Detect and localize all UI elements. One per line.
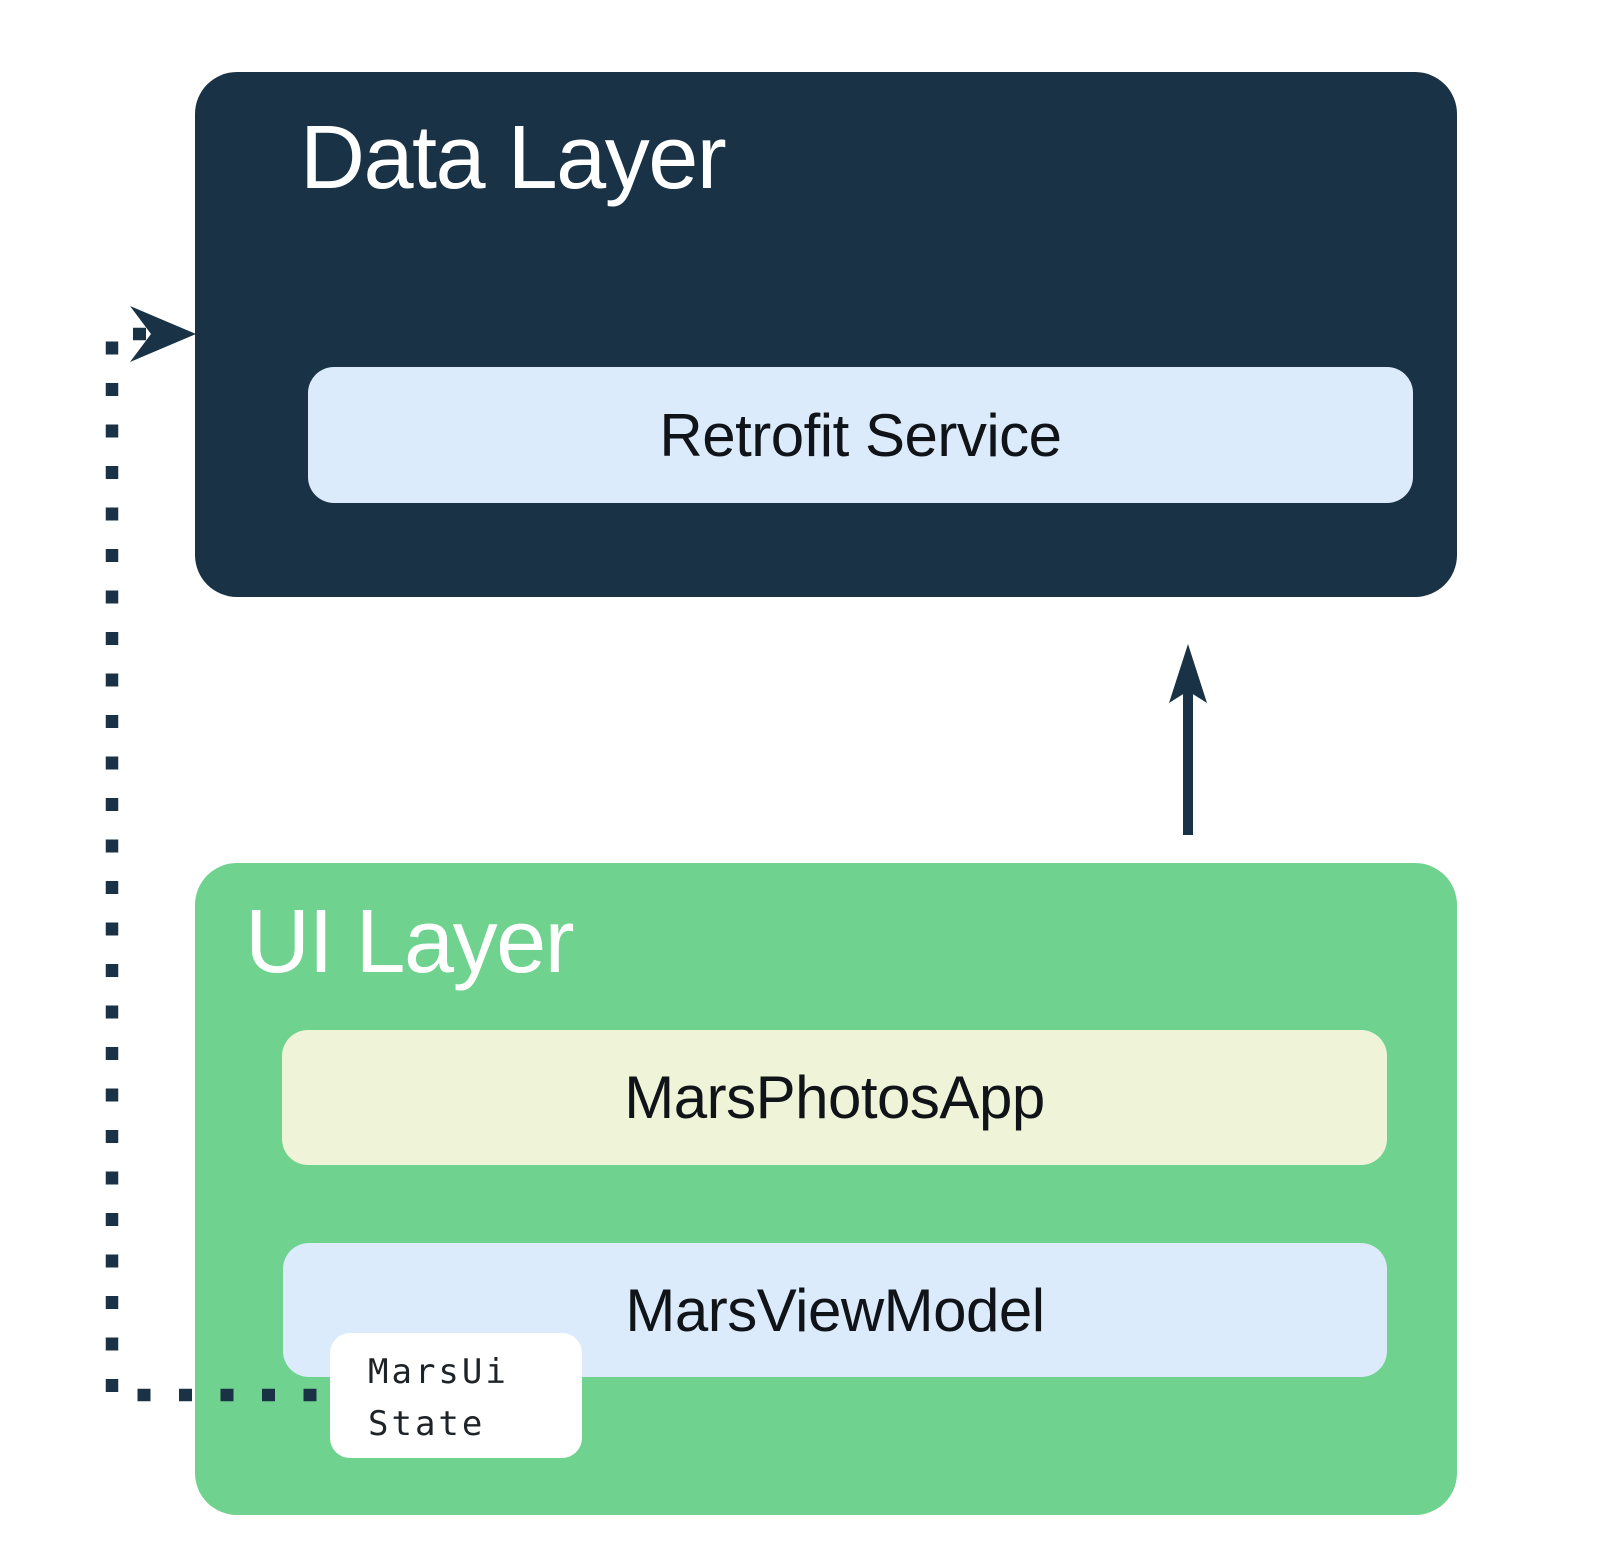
mars-ui-state-label-line1: MarsUi bbox=[368, 1352, 509, 1392]
uilayer-to-datalayer-arrowhead-icon bbox=[1169, 644, 1207, 703]
mars-photos-app-box: MarsPhotosApp bbox=[282, 1030, 1387, 1165]
mars-ui-state-box: MarsUi State bbox=[330, 1333, 582, 1458]
dotted-line-arrowhead-icon bbox=[130, 306, 196, 362]
data-layer-box: Data Layer bbox=[195, 72, 1457, 597]
mars-view-model-label: MarsViewModel bbox=[625, 1276, 1045, 1344]
ui-layer-title: UI Layer bbox=[245, 892, 575, 992]
data-layer-title: Data Layer bbox=[300, 108, 727, 208]
retrofit-service-box: Retrofit Service bbox=[308, 367, 1413, 503]
mars-photos-app-label: MarsPhotosApp bbox=[624, 1064, 1045, 1131]
mars-ui-state-label-line2: State bbox=[368, 1404, 486, 1444]
retrofit-service-label: Retrofit Service bbox=[659, 401, 1062, 469]
